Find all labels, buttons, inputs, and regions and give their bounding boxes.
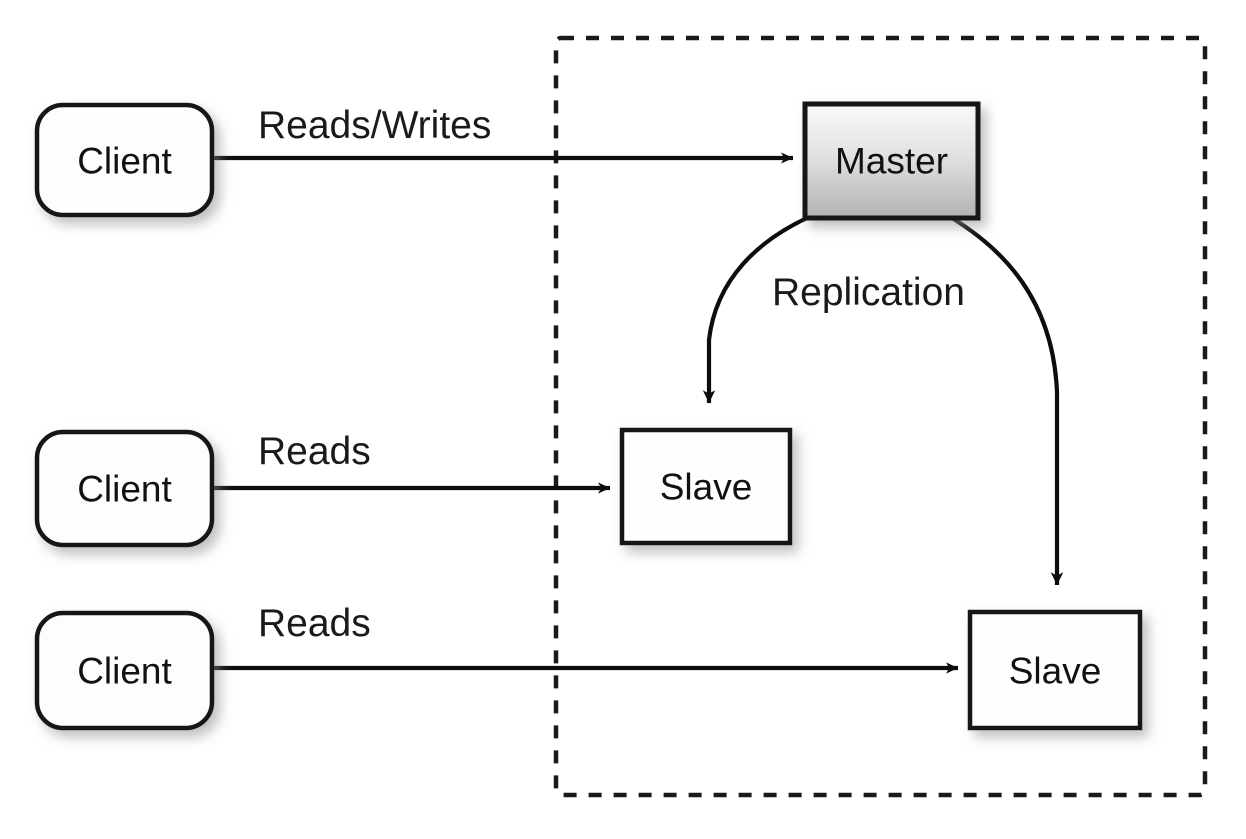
- slave-two-label: Slave: [1009, 651, 1102, 692]
- node-client-middle[interactable]: Client: [34, 429, 215, 548]
- client-middle-box[interactable]: [34, 429, 215, 548]
- node-slave-two[interactable]: Slave: [967, 609, 1143, 731]
- edge-label-reads-bottom: Reads: [258, 602, 371, 645]
- edge-curve-replication-left: [702, 216, 808, 404]
- master-box[interactable]: [802, 101, 981, 221]
- edge-master-to-slave-two: [950, 216, 1064, 586]
- node-master[interactable]: Master: [802, 101, 981, 221]
- edge-master-to-slave-one: [702, 216, 808, 404]
- node-slave-one[interactable]: Slave: [619, 427, 793, 546]
- edge-curve-replication-right: [950, 216, 1064, 586]
- client-bottom-box[interactable]: [34, 610, 215, 731]
- master-label: Master: [835, 141, 948, 182]
- client-middle-label: Client: [77, 469, 172, 510]
- edge-label-reads-top: Reads: [258, 430, 371, 473]
- client-top-box[interactable]: [34, 102, 215, 218]
- edge-label-replication: Replication: [772, 271, 965, 314]
- client-top-label: Client: [77, 141, 172, 182]
- slave-one-label: Slave: [660, 467, 753, 508]
- slave-one-box[interactable]: [619, 427, 793, 546]
- slave-two-box[interactable]: [967, 609, 1143, 731]
- edge-label-reads-writes: Reads/Writes: [258, 104, 491, 147]
- client-bottom-label: Client: [77, 651, 172, 692]
- node-client-bottom[interactable]: Client: [34, 610, 215, 731]
- node-client-top[interactable]: Client: [34, 102, 215, 218]
